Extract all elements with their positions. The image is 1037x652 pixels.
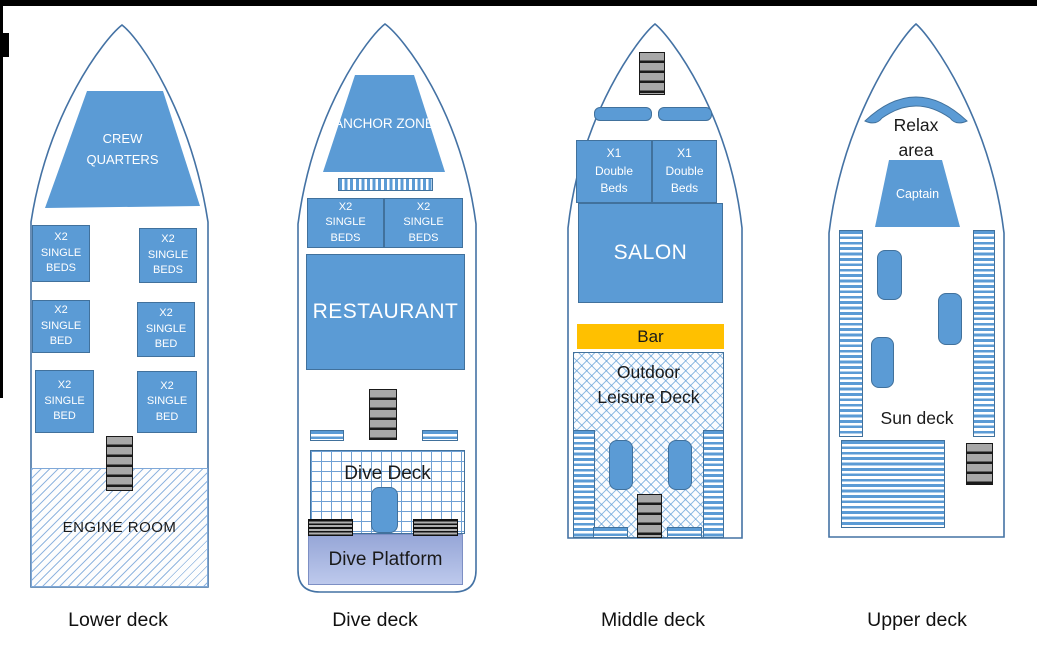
- crew-quarters-label: CREW QUARTERS: [86, 131, 159, 167]
- upper-deck-hull: [828, 22, 1005, 538]
- salon-room: SALON: [578, 203, 723, 303]
- cabin-label: X2 SINGLE BED: [145, 307, 187, 351]
- sun-deck-label: Sun deck: [880, 407, 954, 428]
- bar-label: Bar: [637, 326, 664, 346]
- bow-seat-right: [658, 107, 712, 121]
- cabin-label: X2 SINGLE BEDS: [40, 231, 82, 275]
- leisure-walkway-right: [703, 430, 724, 538]
- screen-edge-artifact-blob: [0, 33, 9, 57]
- stairs-middle-stern: [637, 494, 662, 538]
- sun-lounger-middle-1: [609, 440, 633, 490]
- bench-right: [422, 430, 458, 441]
- captain-label: Captain: [895, 186, 940, 201]
- cabin-label: X1 Double Beds: [594, 146, 634, 196]
- sun-lounger-upper-3: [871, 337, 894, 388]
- deck-caption-dive: Dive deck: [315, 605, 435, 635]
- cabin-single-beds-2: X2 SINGLE BEDS: [139, 228, 197, 283]
- cabin-single-bed-6: X2 SINGLE BED: [137, 371, 197, 433]
- stairs-upper-deck: [966, 443, 993, 485]
- deck-caption-text: Lower deck: [68, 608, 168, 631]
- bench-left: [310, 430, 344, 441]
- sun-lounger-upper-1: [877, 250, 902, 300]
- leisure-bench-right: [667, 527, 702, 538]
- double-bed-cabin-1: X1 Double Beds: [576, 140, 652, 203]
- deck-caption-upper: Upper deck: [857, 605, 977, 635]
- sun-lounger-upper-2: [938, 293, 962, 345]
- sun-deck-walkway-left: [839, 230, 863, 437]
- cabin-label: X2 SINGLE BEDS: [147, 233, 189, 277]
- cabin-label: X2 SINGLE BED: [40, 304, 82, 348]
- deck-caption-middle: Middle deck: [593, 605, 713, 635]
- stairs-dive-deck: [369, 389, 397, 440]
- bow-seat-left: [594, 107, 652, 121]
- dive-platform-label: Dive Platform: [328, 548, 443, 570]
- sun-deck-lounging-area: [841, 440, 945, 528]
- double-bed-cabin-2: X1 Double Beds: [652, 140, 717, 203]
- engine-room-label: ENGINE ROOM: [62, 519, 177, 536]
- dive-gear-box: [371, 487, 398, 533]
- deck-caption-text: Upper deck: [867, 608, 967, 631]
- deck-caption-text: Dive deck: [332, 608, 418, 631]
- relax-area-bench: [864, 96, 968, 124]
- restaurant-room: RESTAURANT: [306, 254, 465, 370]
- cabin-single-bed-4: X2 SINGLE BED: [137, 302, 195, 357]
- bar-area: Bar: [577, 324, 724, 349]
- cabin-single-beds-1: X2 SINGLE BEDS: [32, 225, 90, 282]
- anchor-zone-label: ANCHOR ZONE: [334, 116, 434, 131]
- relax-area-label: Relax area: [893, 114, 939, 160]
- cabin-label: X1 Double Beds: [665, 146, 704, 196]
- dive-deck-label: Dive Deck: [344, 463, 431, 484]
- dive-platform: Dive Platform: [308, 534, 463, 585]
- screen-edge-artifact-top: [0, 0, 1037, 6]
- sun-lounger-middle-2: [668, 440, 692, 490]
- dive-deck-cabin-1: X2 SINGLE BEDS: [307, 198, 384, 248]
- sun-deck-walkway-right: [973, 230, 995, 437]
- cabin-label: X2 SINGLE BED: [44, 379, 85, 423]
- stairs-lower-deck: [106, 436, 133, 491]
- cabin-label: X2 SINGLE BEDS: [325, 200, 366, 244]
- anchor-grate: [338, 178, 433, 191]
- leisure-walkway-left: [573, 430, 595, 538]
- screen-edge-artifact-left: [0, 0, 3, 398]
- salon-label: SALON: [613, 241, 688, 264]
- cabin-label: X2 SINGLE BED: [146, 379, 188, 423]
- deck-caption-text: Middle deck: [600, 608, 706, 631]
- platform-ladder-left: [308, 519, 353, 536]
- cabin-single-bed-3: X2 SINGLE BED: [32, 300, 90, 353]
- relax-area: Relax area: [878, 112, 954, 164]
- restaurant-label: RESTAURANT: [312, 300, 459, 323]
- outdoor-leisure-deck: Outdoor Leisure Deck: [573, 352, 724, 538]
- deck-caption-lower: Lower deck: [58, 605, 178, 635]
- platform-ladder-right: [413, 519, 458, 536]
- sun-deck-label-area: Sun deck: [875, 406, 959, 430]
- leisure-bench-left: [593, 527, 628, 538]
- cabin-label: X2 SINGLE BEDS: [403, 200, 444, 244]
- dive-deck-cabin-2: X2 SINGLE BEDS: [384, 198, 463, 248]
- leisure-deck-label: Outdoor Leisure Deck: [597, 362, 700, 408]
- stairs-middle-bow: [639, 52, 665, 95]
- cabin-single-bed-5: X2 SINGLE BED: [35, 370, 94, 433]
